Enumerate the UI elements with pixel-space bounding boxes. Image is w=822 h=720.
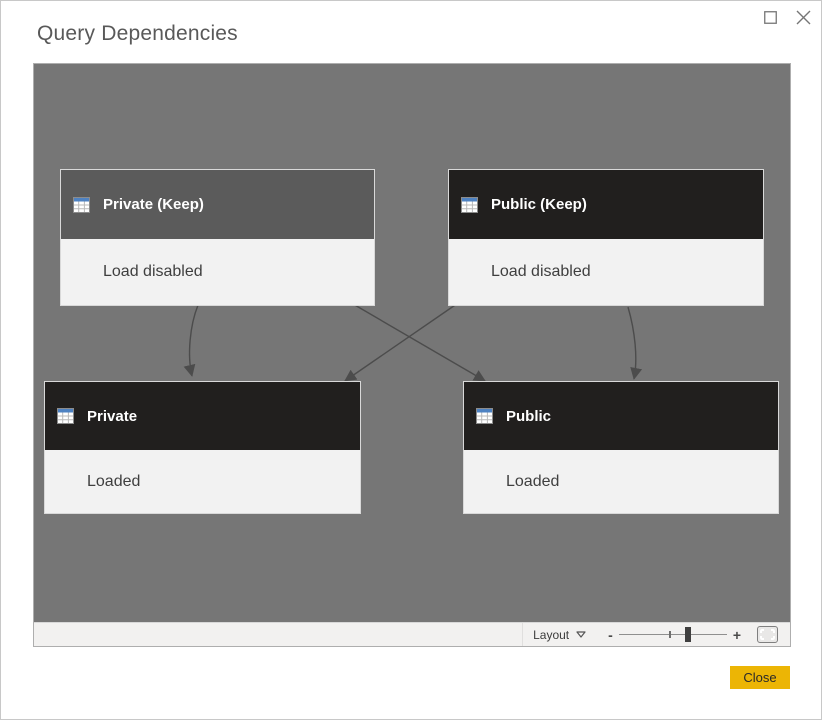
diagram-viewport[interactable]: Private (Keep) Load disabled Public (Kee… bbox=[34, 64, 790, 622]
close-window-button[interactable] bbox=[795, 9, 811, 25]
query-node-label: Private (Keep) bbox=[103, 196, 204, 213]
query-node-public-keep[interactable]: Public (Keep) Load disabled bbox=[448, 169, 764, 306]
table-icon bbox=[57, 408, 74, 424]
query-node-private-keep[interactable]: Private (Keep) Load disabled bbox=[60, 169, 375, 306]
zoom-slider-tick bbox=[668, 631, 671, 638]
query-node-label: Public bbox=[506, 407, 552, 425]
edge-public-keep-to-public bbox=[627, 306, 643, 380]
diagram-toolbar: Layout - + bbox=[34, 622, 790, 646]
close-button[interactable]: Close bbox=[730, 666, 790, 689]
table-icon bbox=[461, 196, 478, 213]
zoom-slider-thumb[interactable] bbox=[684, 627, 691, 642]
chevron-down-icon bbox=[576, 631, 586, 638]
layout-dropdown-label: Layout bbox=[533, 627, 570, 642]
dependency-canvas: Private (Keep) Load disabled Public (Kee… bbox=[33, 63, 791, 647]
query-node-header: Public bbox=[464, 382, 778, 450]
query-node-label: Public (Keep) bbox=[491, 196, 587, 213]
table-icon bbox=[73, 196, 90, 213]
fit-to-screen-icon bbox=[757, 626, 778, 643]
query-node-status: Load disabled bbox=[61, 239, 374, 305]
query-node-header: Private (Keep) bbox=[61, 170, 374, 239]
query-node-public[interactable]: Public Loaded bbox=[463, 381, 779, 514]
zoom-slider-track[interactable] bbox=[618, 634, 727, 635]
query-node-header: Private bbox=[45, 382, 360, 450]
query-node-status: Load disabled bbox=[449, 239, 763, 305]
window-controls bbox=[762, 9, 811, 25]
edge-public-keep-to-private bbox=[344, 304, 456, 382]
zoom-slider[interactable] bbox=[618, 626, 727, 643]
maximize-icon bbox=[763, 10, 777, 24]
dependency-edges bbox=[183, 304, 643, 382]
query-node-private[interactable]: Private Loaded bbox=[44, 381, 361, 514]
query-node-header: Public (Keep) bbox=[449, 170, 763, 239]
zoom-in-button[interactable]: + bbox=[732, 626, 741, 643]
edge-private-keep-to-public bbox=[354, 304, 486, 382]
query-node-status: Loaded bbox=[45, 450, 360, 513]
close-icon bbox=[796, 10, 810, 24]
fit-to-screen-button[interactable] bbox=[757, 626, 778, 643]
layout-dropdown[interactable]: Layout bbox=[522, 623, 596, 646]
edge-private-keep-to-private bbox=[183, 304, 199, 377]
query-node-status: Loaded bbox=[464, 450, 778, 513]
zoom-out-button[interactable]: - bbox=[608, 626, 613, 643]
page-title: Query Dependencies bbox=[37, 22, 238, 45]
query-node-label: Private bbox=[87, 407, 138, 425]
maximize-button[interactable] bbox=[762, 9, 778, 25]
table-icon bbox=[476, 408, 493, 424]
